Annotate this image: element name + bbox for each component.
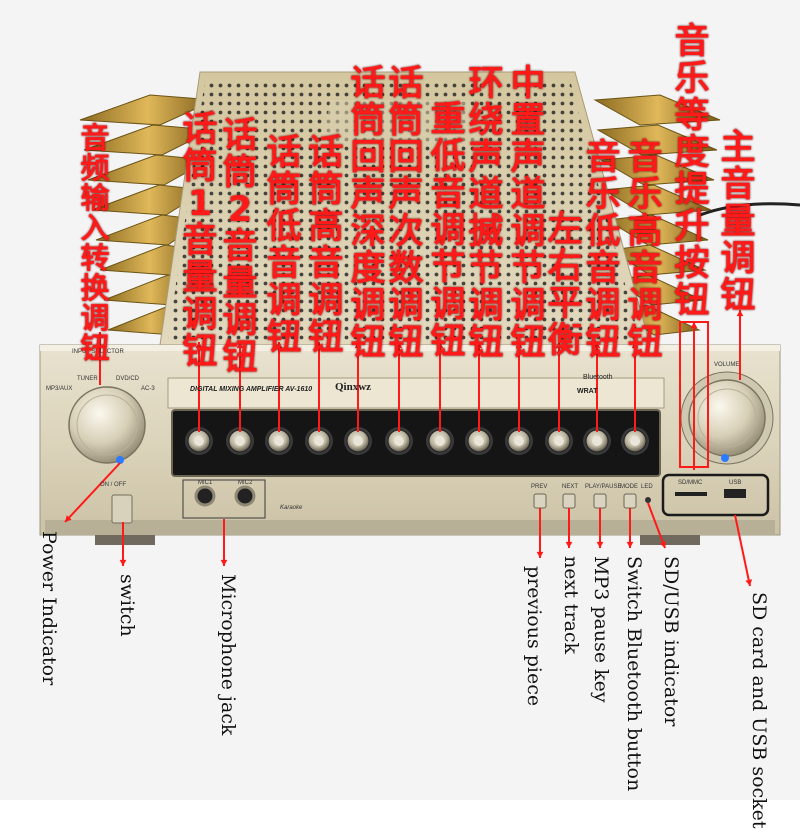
- arrow-head: [565, 541, 573, 548]
- heatsink-fin: [599, 154, 715, 186]
- play-pause-label: PLAY/PAUSE: [585, 484, 622, 490]
- mic1-label: MIC1: [198, 480, 213, 486]
- arrow-head: [475, 342, 483, 349]
- label-switch: switch: [116, 574, 138, 637]
- label-input-selector-knob: 音频输入转换调钮: [80, 121, 110, 365]
- small-knob: [583, 427, 611, 455]
- arrow-head: [96, 332, 104, 339]
- led-label: LED: [641, 484, 653, 490]
- arrow-head: [659, 541, 666, 548]
- heatsink-fin: [611, 274, 704, 306]
- label-mic2-volume: 话筒2音量调钮: [222, 116, 258, 378]
- small-knob: [185, 427, 213, 455]
- front-button: [533, 493, 547, 509]
- label-mic-echo-count: 话筒回声次数调钮: [388, 64, 424, 363]
- arrow-head: [354, 342, 362, 349]
- arrow-head: [596, 541, 604, 548]
- tuner-label: TUNER: [77, 376, 98, 382]
- volume-label: VOLUME: [714, 362, 740, 368]
- sd-mmc-label: SD/MMC: [678, 480, 703, 486]
- small-knob: [385, 427, 413, 455]
- arrow-head: [593, 342, 601, 349]
- model-label: DIGITAL MIXING AMPLIFIER AV-1610: [190, 386, 313, 393]
- front-button: [623, 493, 637, 509]
- label-sd-usb-indicator: SD/USB indicator: [660, 556, 682, 727]
- wrat-label: WRAT: [577, 388, 598, 395]
- label-mic-bass: 话筒低音调钮: [266, 133, 302, 358]
- front-button: [562, 493, 576, 509]
- led-dot: [645, 497, 651, 503]
- label-microphone-jack: Microphone jack: [217, 574, 239, 736]
- small-knob: [265, 427, 293, 455]
- label-surround: 环绕声道搣节调钮: [468, 64, 504, 363]
- heatsink-fin: [608, 244, 707, 276]
- brand-label: Qinxwz: [335, 381, 372, 393]
- label-mic-treble: 话筒高音调钮: [308, 133, 344, 358]
- label-next-track: next track: [560, 556, 582, 655]
- label-mic1-volume: 话筒1音量调钮: [182, 110, 218, 372]
- label-subwoofer: 重低音调节调钮: [430, 100, 466, 362]
- usb-label: USB: [729, 480, 742, 486]
- label-balance: 左右平衡: [547, 210, 583, 361]
- small-knob: [226, 427, 254, 455]
- arrow-head: [745, 579, 753, 586]
- label-music-boost-button: 音乐等度提升按钮: [674, 22, 710, 321]
- label-previous-piece: previous piece: [523, 566, 545, 707]
- prev-label: PREV: [531, 484, 548, 490]
- karaoke-label: Karaoke: [280, 505, 303, 511]
- mp3-aux-label: MP3/AUX: [46, 386, 73, 392]
- arrow-head: [436, 342, 444, 349]
- next-label: NEXT: [562, 484, 579, 490]
- mode-label: MODE: [620, 484, 638, 490]
- small-knob: [426, 427, 454, 455]
- arrow-head: [631, 342, 639, 349]
- heatsink-fin: [602, 184, 712, 216]
- amplifier-illustration: [0, 0, 800, 800]
- dvd-cd-label: DVD/CD: [116, 376, 140, 382]
- label-center: 中置声道调节调钮: [510, 64, 546, 363]
- arrow-head: [275, 342, 283, 349]
- label-music-treble: 音乐高音调钮: [627, 138, 663, 363]
- arrow-head: [690, 322, 698, 329]
- label-power-indicator: Power Indicator: [38, 531, 60, 686]
- bluetooth-label: Bluetooth: [583, 374, 613, 381]
- label-master-volume: 主音量调钮: [720, 128, 756, 316]
- arrow-head: [65, 515, 72, 522]
- arrow-head: [220, 559, 228, 566]
- arrow-head: [626, 541, 634, 548]
- heatsink-fin: [593, 94, 721, 126]
- arrow-head: [315, 342, 323, 349]
- ac3-label: AC-3: [141, 386, 155, 392]
- arrow-head: [395, 342, 403, 349]
- annotation-arrow: [64, 462, 121, 523]
- mic2-label: MIC2: [238, 480, 253, 486]
- annotation-arrow: [647, 502, 666, 549]
- label-music-bass: 音乐低音调钮: [585, 138, 621, 363]
- input-selector-label: INPUT SELECTOR: [72, 349, 124, 355]
- arrow-head: [195, 342, 203, 349]
- arrow-head: [736, 310, 744, 317]
- annotation-arrow: [734, 514, 751, 587]
- small-knob: [305, 427, 333, 455]
- heatsink-fin: [596, 124, 718, 156]
- label-switch-bluetooth-button: Switch Bluetooth button: [623, 556, 645, 792]
- heatsink-fin: [605, 214, 709, 246]
- label-mp3-pause-key: MP3 pause key: [590, 556, 612, 703]
- arrow-head: [555, 342, 563, 349]
- label-mic-echo-depth: 话筒回声深度调钮: [350, 64, 386, 363]
- small-knob: [465, 427, 493, 455]
- arrow-head: [119, 559, 127, 566]
- front-button: [593, 493, 607, 509]
- arrow-head: [536, 551, 544, 558]
- small-knob: [505, 427, 533, 455]
- arrow-head: [236, 342, 244, 349]
- small-knob: [621, 427, 649, 455]
- label-sd-card-usb-socket: SD card and USB socket: [748, 592, 770, 829]
- arrow-head: [515, 342, 523, 349]
- on-off-label: ON / OFF: [100, 482, 126, 488]
